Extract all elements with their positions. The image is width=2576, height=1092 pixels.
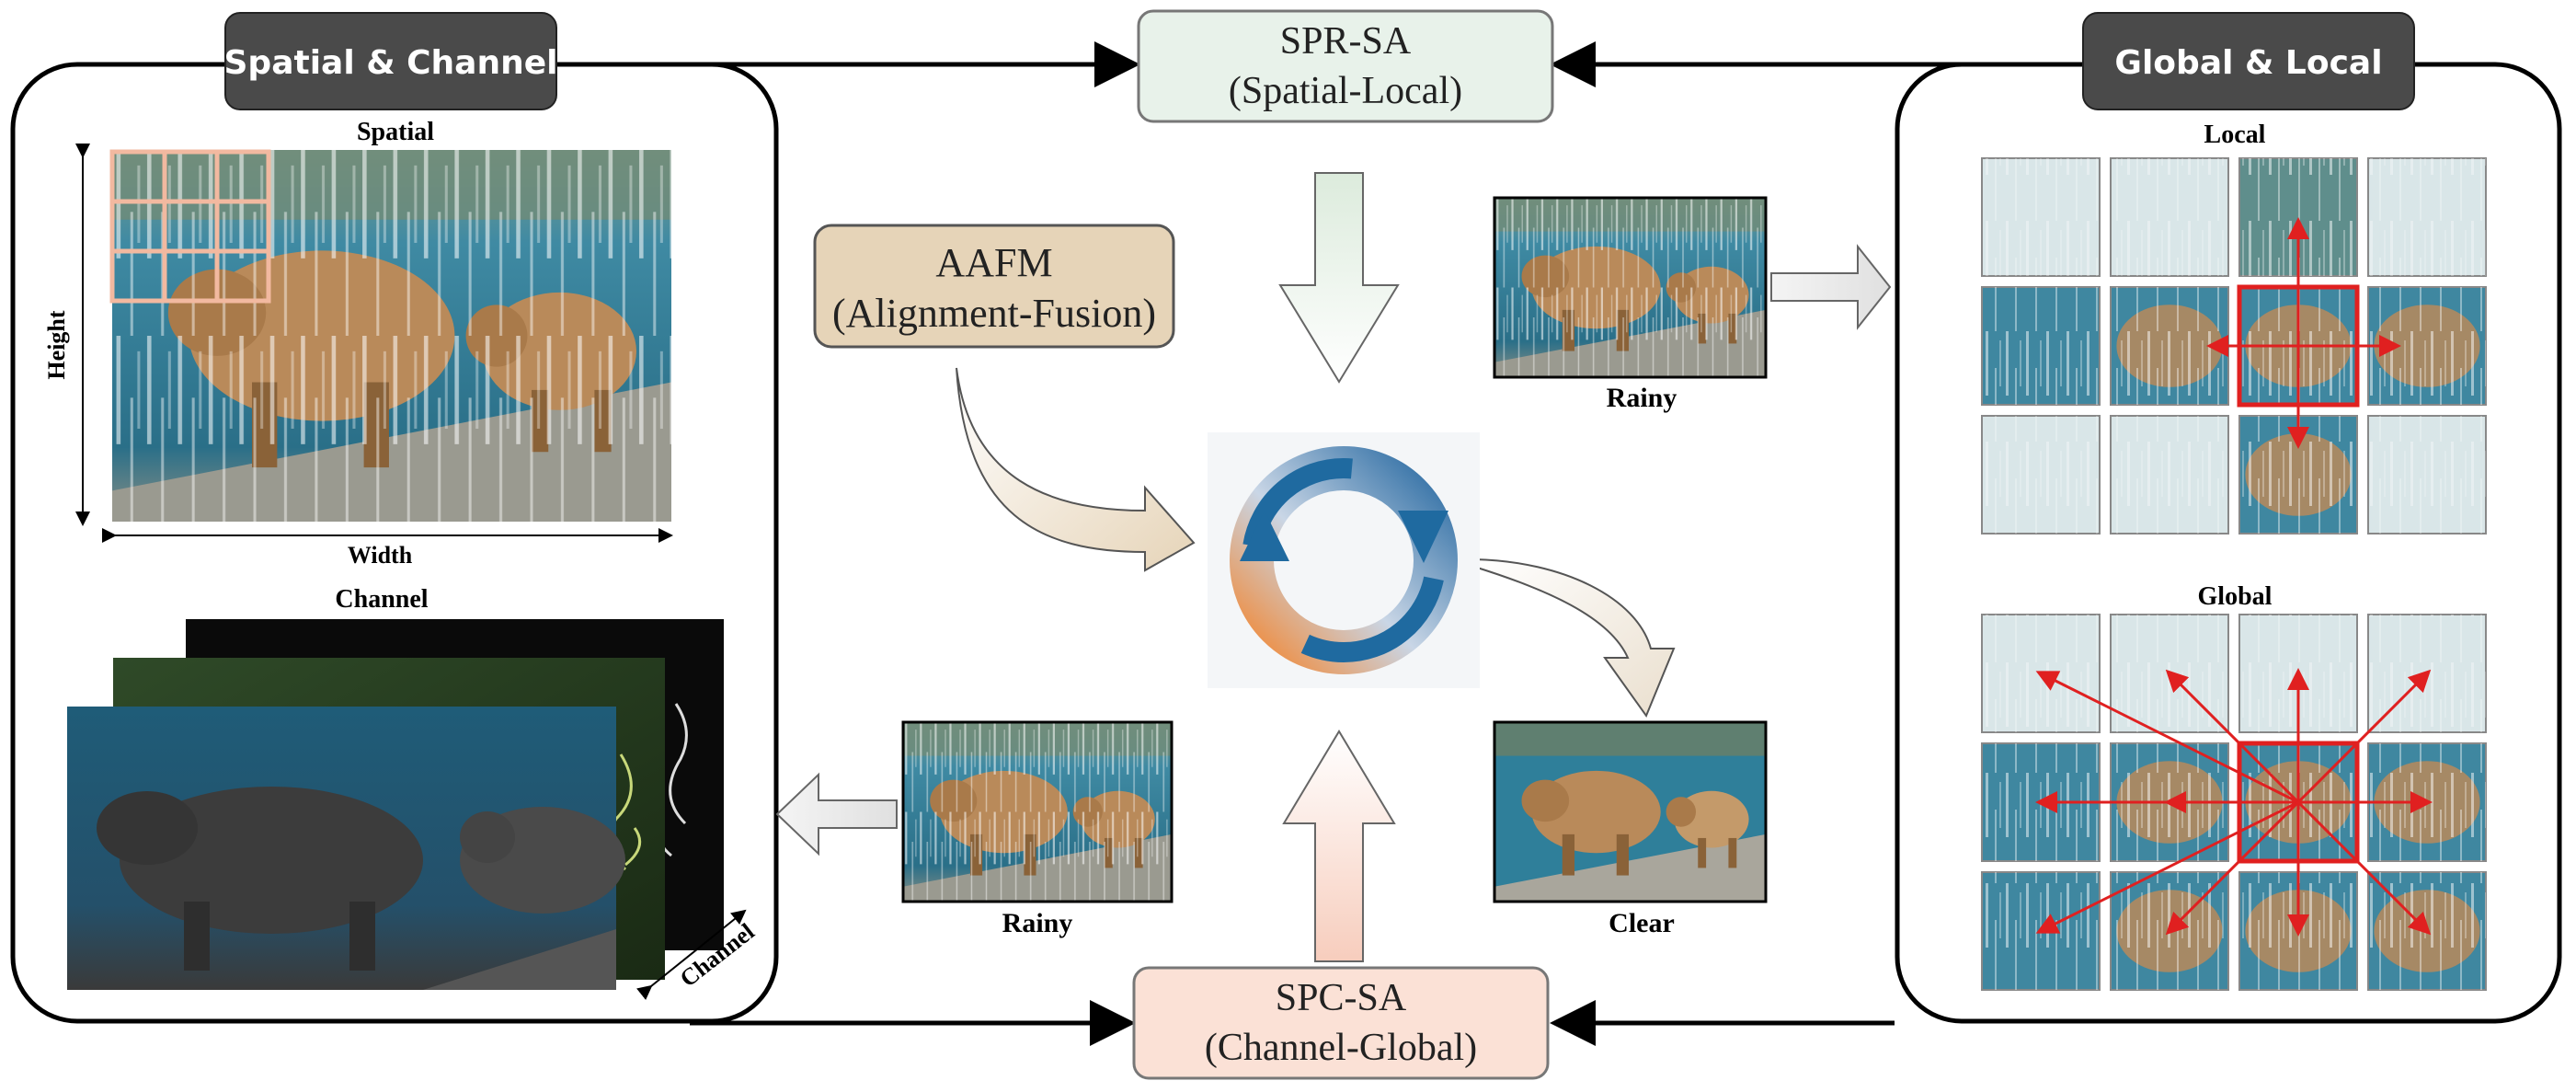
aafm-module: AAFM (Alignment-Fusion) (813, 224, 1175, 349)
to-local-arrow (1770, 244, 1892, 330)
local-patch-grid (1981, 157, 2487, 535)
spc-sa-module: SPC-SA (Channel-Global) (1132, 966, 1550, 1080)
clear-label: Clear (1609, 908, 1675, 938)
patch-cell (1981, 614, 2101, 733)
spr-sa-name: SPR-SA (1280, 20, 1412, 63)
channel-stack (67, 619, 724, 990)
patch-cell (2110, 286, 2229, 406)
global-patch-grid (1981, 614, 2487, 991)
patch-cell (2110, 157, 2229, 277)
clear-image (1493, 720, 1768, 903)
aafm-curve-arrow (956, 367, 1196, 572)
spr-sa-subtitle: (Spatial-Local) (1229, 70, 1462, 112)
attention-arrow (2165, 800, 2300, 936)
spr-sa-module: SPR-SA (Spatial-Local) (1137, 9, 1554, 123)
attention-arrow (2035, 671, 2299, 804)
local-title: Local (2204, 121, 2266, 149)
rainy-bottom-image (901, 720, 1174, 903)
patch-cell (1981, 157, 2101, 277)
spr-down-arrow (1278, 172, 1400, 384)
patch-cell (2367, 157, 2487, 277)
global-title: Global (2198, 582, 2273, 611)
aafm-subtitle: (Alignment-Fusion) (832, 291, 1156, 336)
right-panel-tab-label: Global & Local (2114, 44, 2382, 82)
spc-up-arrow (1282, 730, 1396, 962)
patch-cell (2367, 415, 2487, 535)
spc-sa-name: SPC-SA (1276, 977, 1407, 1019)
cycle-icon (1208, 432, 1480, 688)
aafm-name: AAFM (935, 240, 1052, 285)
width-label: Width (348, 542, 413, 569)
spc-sa-subtitle: (Channel-Global) (1205, 1027, 1477, 1069)
spatial-image (109, 149, 671, 522)
spatial-title: Spatial (357, 118, 434, 146)
to-channel-arrow (775, 772, 898, 856)
patch-cell (1981, 415, 2101, 535)
spatial-grid (109, 149, 271, 304)
attention-arrow (2296, 800, 2432, 936)
left-panel-tab: Spatial & Channel (224, 12, 558, 110)
clear-curve-arrow (1473, 557, 1676, 718)
height-label: Height (43, 310, 70, 379)
attention-arrow (2165, 669, 2300, 804)
patch-cell (2110, 415, 2229, 535)
right-panel-tab: Global & Local (2082, 12, 2415, 110)
right-panel: Global & Local Local Global (1895, 12, 2562, 1024)
channel-axis (636, 909, 747, 1001)
attention-arrow (2035, 800, 2299, 934)
channel-title: Channel (335, 585, 428, 614)
left-panel: Spatial & Channel Spatial Height Width C… (10, 12, 779, 1024)
rainy-top-label: Rainy (1607, 383, 1677, 413)
attention-arrow (2296, 669, 2432, 804)
left-panel-tab-label: Spatial & Channel (224, 44, 558, 82)
rainy-top-image (1493, 196, 1768, 379)
rainy-bottom-label: Rainy (1002, 908, 1073, 938)
patch-cell (1981, 286, 2101, 406)
